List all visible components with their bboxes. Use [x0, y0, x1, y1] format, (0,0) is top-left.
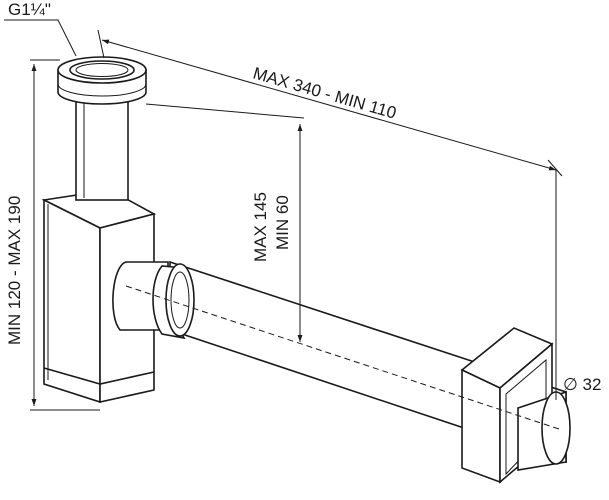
outlet-pipe: [112, 260, 571, 484]
dim-length-ext-start: [97, 29, 105, 59]
dim-length-label: MAX 340 - MIN 110: [251, 64, 399, 123]
dim-length: [97, 29, 563, 400]
dim-outlet-height: [145, 103, 305, 342]
dim-outlet-max-label: MAX 145: [251, 192, 270, 262]
bottle-bottom-band: [43, 367, 155, 385]
dim-outlet-min-label: MIN 60: [273, 195, 292, 250]
dim-outlet-ext-top: [145, 103, 305, 119]
wall-flange-side: [461, 368, 501, 484]
thread-leader: [4, 19, 77, 57]
thread-nut-bore: [75, 63, 129, 77]
bottle-left-face: [43, 198, 101, 404]
thread-callout: [4, 19, 77, 57]
outlet-centerline: [125, 285, 563, 431]
dim-height-total: [30, 59, 100, 411]
inlet-pipe: [57, 56, 147, 201]
dim-length-line: [101, 39, 557, 171]
thread-label: G1¼": [8, 0, 51, 19]
union-nut-inner: [170, 271, 190, 329]
diameter-label: ∅ 32: [563, 375, 601, 394]
dim-height-total-label: MIN 120 - MAX 190: [5, 196, 24, 345]
